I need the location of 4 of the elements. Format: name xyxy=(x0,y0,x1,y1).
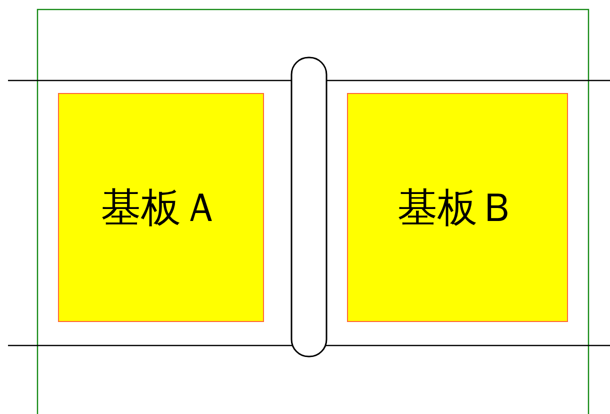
circuit-board xyxy=(58,93,264,322)
board-label: 基板Ａ xyxy=(101,184,221,233)
circuit-board xyxy=(347,93,568,322)
board-label: 基板Ｂ xyxy=(398,184,518,233)
